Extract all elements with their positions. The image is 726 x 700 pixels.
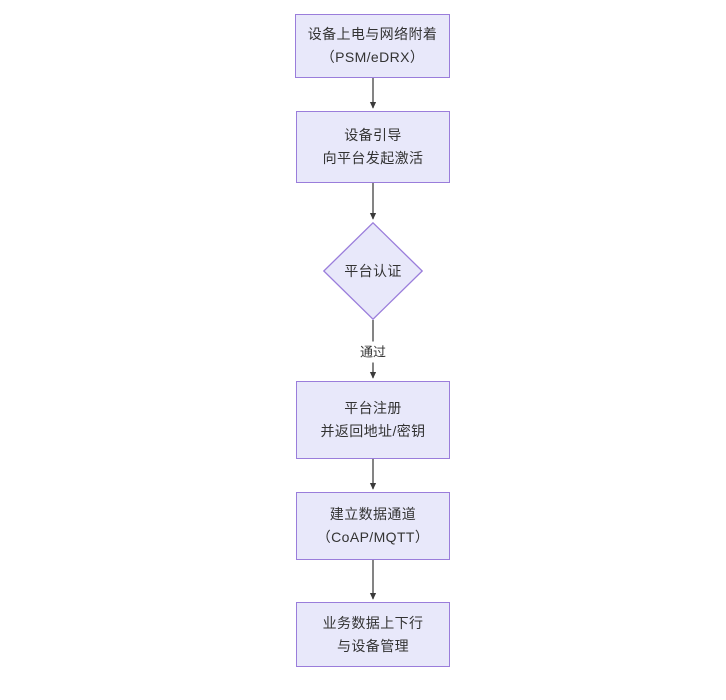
node-power-on[interactable]: 设备上电与网络附着 （PSM/eDRX） [295, 14, 450, 78]
node-data-channel[interactable]: 建立数据通道 （CoAP/MQTT） [296, 492, 450, 560]
node-power-on-line-2: （PSM/eDRX） [320, 49, 425, 65]
node-business-data-line-2: 与设备管理 [337, 637, 409, 654]
node-bootstrap-line-2: 向平台发起激活 [322, 150, 424, 166]
node-platform-register[interactable]: 平台注册 并返回地址/密钥 [296, 381, 450, 459]
node-platform-auth-label: 平台认证 [344, 263, 402, 279]
node-power-on-line-1: 设备上电与网络附着 [307, 26, 438, 42]
diamond-shape-icon [323, 222, 423, 320]
node-business-data-line-1: 业务数据上下行 [322, 614, 424, 631]
node-bootstrap[interactable]: 设备引导 向平台发起激活 [296, 111, 450, 183]
node-bootstrap-line-1: 设备引导 [344, 127, 402, 143]
node-data-channel-line-1: 建立数据通道 [329, 506, 417, 522]
edge-label-pass: 通过 [356, 341, 390, 363]
node-data-channel-line-2: （CoAP/MQTT） [316, 529, 430, 545]
node-platform-register-line-2: 并返回地址/密钥 [320, 423, 426, 439]
node-business-data[interactable]: 业务数据上下行 与设备管理 [296, 602, 450, 667]
node-platform-auth[interactable]: 平台认证 [323, 222, 423, 320]
node-platform-register-line-1: 平台注册 [344, 400, 402, 416]
